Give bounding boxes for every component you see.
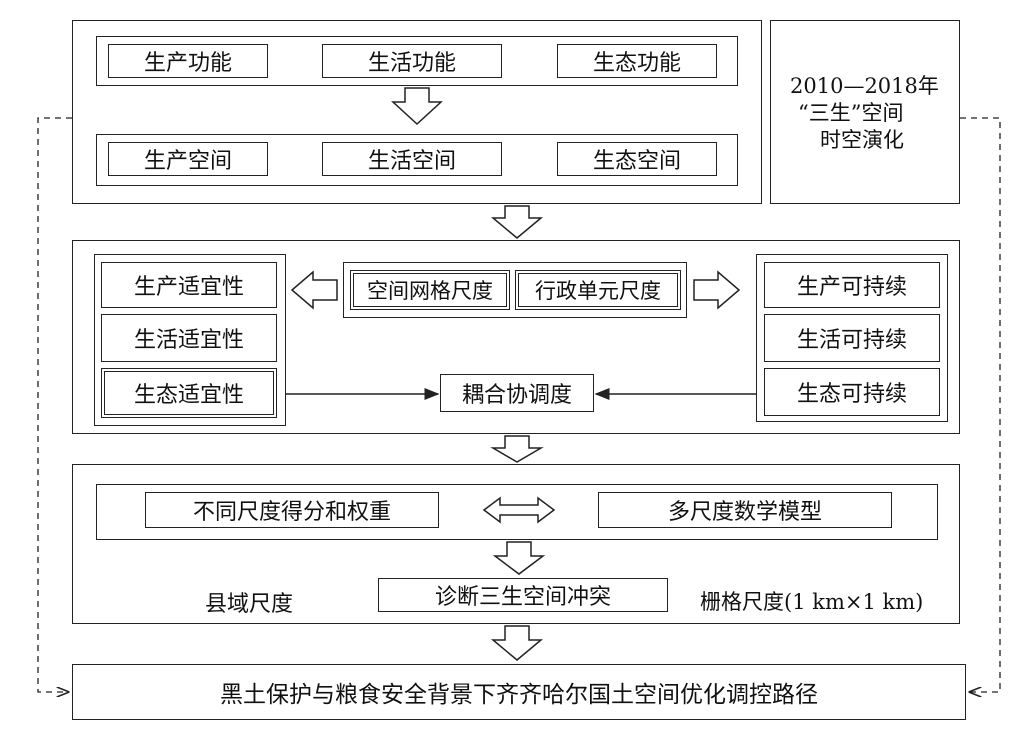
production-suitability: 生产适宜性: [101, 262, 277, 308]
ecological-sustainability: 生态可持续: [764, 368, 940, 416]
living-sustainability: 生活可持续: [764, 314, 940, 362]
down-arrow-functions-to-spaces: [391, 87, 443, 126]
diagnose-conflict: 诊断三生空间冲突: [378, 578, 668, 612]
multiscale-model: 多尺度数学模型: [598, 492, 892, 528]
double-arrow-scores-model: [482, 496, 556, 524]
down-arrow-to-diagnose: [492, 541, 546, 575]
evolution-line-2: “三生”空间: [798, 101, 904, 125]
down-arrow-stage2-to-stage3: [490, 435, 544, 463]
dashed-left-feedback: [37, 117, 72, 692]
optimization-path: 黑土保护与粮食安全背景下齐齐哈尔国土空间优化调控路径: [72, 664, 966, 720]
ecological-suitability: 生态适宜性: [101, 368, 277, 418]
production-sustainability: 生产可持续: [764, 262, 940, 308]
scores-weights: 不同尺度得分和权重: [145, 492, 439, 528]
production-function: 生产功能: [108, 44, 268, 78]
ecological-function: 生态功能: [557, 44, 717, 78]
dashed-right-feedback: [960, 117, 1001, 692]
evolution-note: [770, 20, 960, 204]
grid-scale-box: 空间网格尺度: [350, 270, 510, 310]
living-suitability: 生活适宜性: [101, 314, 277, 362]
left-arrow-to-suitability: [290, 270, 338, 310]
down-arrow-stage1-to-stage2: [490, 205, 544, 239]
county-scale-label: 县域尺度: [205, 592, 294, 617]
production-space: 生产空间: [108, 142, 268, 176]
evolution-line-1: 2010—2018年: [790, 74, 939, 98]
living-function: 生活功能: [322, 44, 502, 78]
down-arrow-stage3-to-result: [490, 625, 544, 661]
right-arrow-to-sustainability: [693, 270, 741, 310]
ecological-space: 生态空间: [557, 142, 717, 176]
evolution-line-3: 时空演化: [820, 128, 904, 152]
admin-scale-box: 行政单元尺度: [515, 270, 681, 310]
grid-scale-label: 栅格尺度(1 km×1 km): [700, 590, 924, 614]
living-space: 生活空间: [322, 142, 502, 176]
coupling-degree: 耦合协调度: [440, 374, 594, 412]
